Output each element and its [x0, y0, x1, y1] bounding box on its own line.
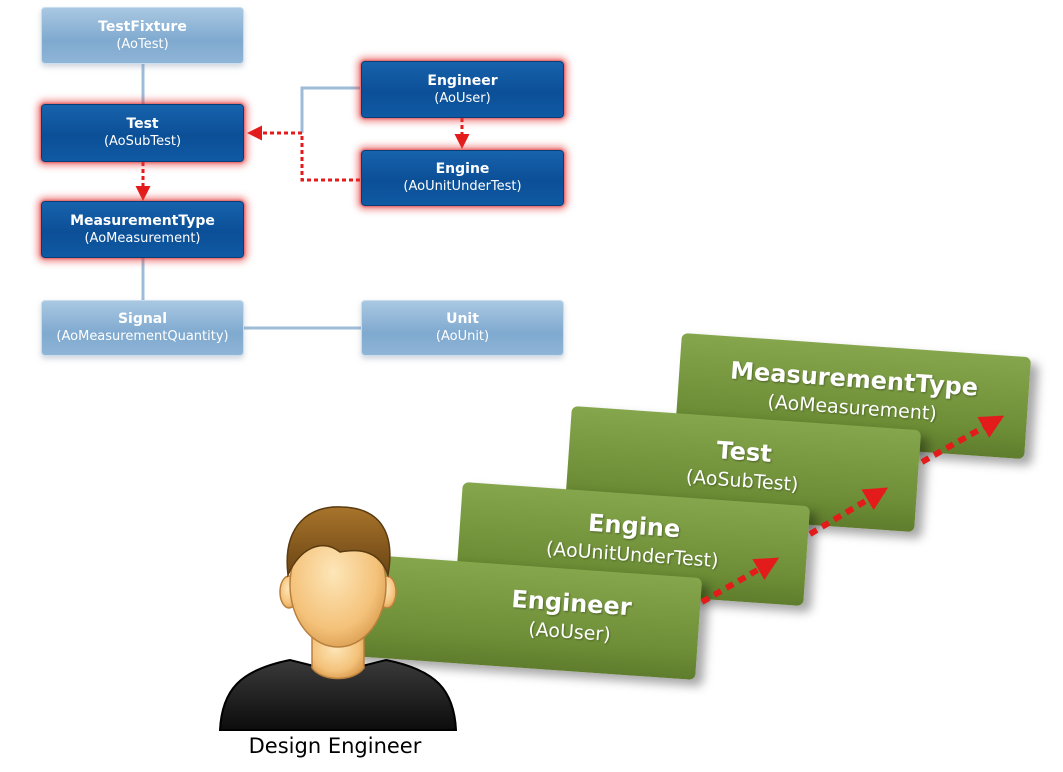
node-title: TestFixture: [98, 18, 187, 35]
node-subtitle: (AoUnitUnderTest): [403, 179, 522, 194]
node-title: Signal: [117, 311, 168, 327]
node-signal: Signal (AoMeasurementQuantity): [41, 300, 244, 356]
node-unit: Unit (AoUnit): [361, 300, 564, 356]
node-engineer: Engineer (AoUser): [361, 61, 564, 118]
node-subtitle: (AoTest): [116, 36, 169, 52]
node-title: Engine: [435, 161, 490, 177]
node-subtitle: (AoSubTest): [103, 134, 182, 149]
node-title: Test: [126, 116, 159, 132]
arrow-card-engineer-engine: [700, 557, 780, 605]
arrow-card-engine-test: [808, 487, 889, 537]
person-label: Design Engineer: [248, 734, 422, 758]
person-icon: [218, 506, 458, 731]
node-engine: Engine (AoUnitUnderTest): [361, 150, 564, 206]
node-test: Test (AoSubTest): [41, 104, 244, 162]
arrow-engine-test: [247, 125, 360, 182]
node-title: Unit: [446, 311, 479, 327]
node-measurement-type: MeasurementType (AoMeasurement): [41, 201, 244, 258]
node-title: Engineer: [427, 72, 498, 89]
node-subtitle: (AoMeasurementQuantity): [56, 329, 229, 344]
node-test-fixture: TestFixture (AoTest): [41, 7, 244, 64]
node-subtitle: (AoMeasurement): [84, 230, 201, 246]
node-subtitle: (AoUser): [434, 90, 491, 106]
node-title: MeasurementType: [70, 212, 215, 229]
arrow-card-test-measurement: [920, 415, 1005, 465]
connector-engineer-test: [300, 86, 360, 133]
node-subtitle: (AoUnit): [435, 329, 490, 344]
